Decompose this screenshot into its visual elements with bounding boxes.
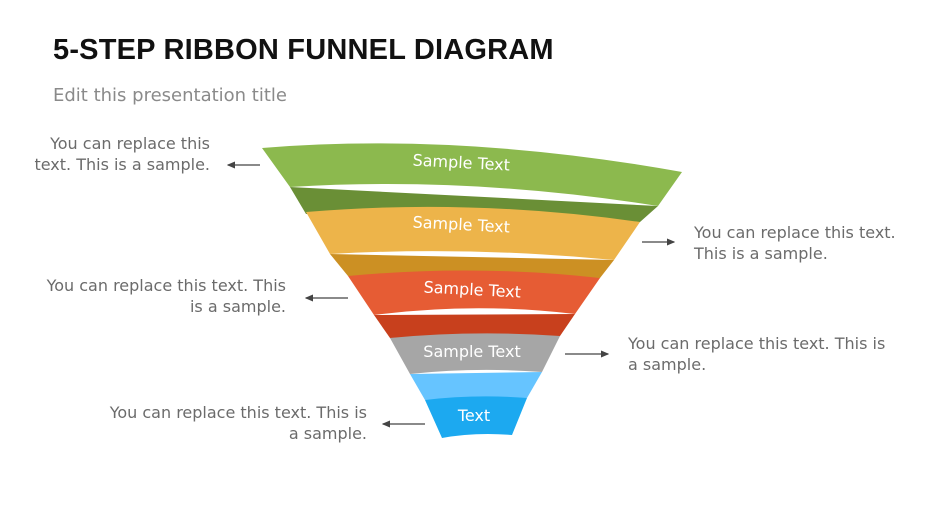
step-4-note: You can replace this text. This is a sam… [628, 334, 886, 374]
ribbon-fold-3 [374, 314, 575, 338]
step-1-note: You can replace this text. This is a sam… [34, 134, 210, 174]
funnel-band-1 [262, 143, 682, 206]
step-5-note: You can replace this text. This is a sam… [109, 403, 367, 443]
slide-title: 5-STEP RIBBON FUNNEL DIAGRAM [53, 34, 554, 66]
funnel-band-4-label: Sample Text [423, 342, 520, 361]
step-2-note: You can replace this text. This is a sam… [694, 223, 896, 263]
funnel-band-5-label: Text [457, 406, 490, 425]
funnel-band-3 [348, 270, 600, 315]
slide-subtitle: Edit this presentation title [53, 85, 287, 106]
ribbon-fold-2 [330, 254, 614, 278]
funnel-band-5 [425, 396, 527, 438]
ribbon-fold-4 [410, 372, 542, 400]
funnel-band-2 [306, 206, 640, 260]
funnel-band-4 [390, 333, 560, 374]
step-3-note: You can replace this text. This is a sam… [46, 276, 286, 316]
